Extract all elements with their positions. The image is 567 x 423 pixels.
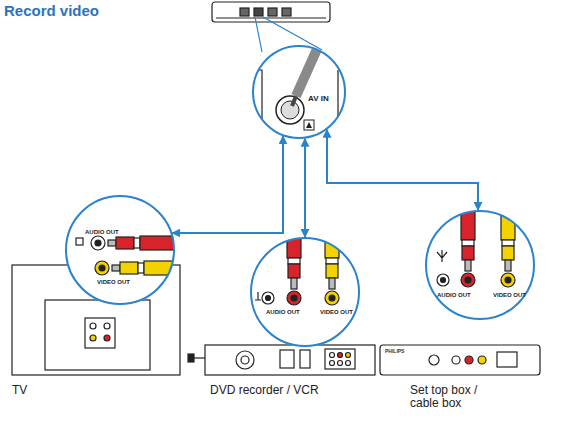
device-caption: TV bbox=[12, 384, 27, 397]
jack-label: AUDIO OUT bbox=[437, 292, 471, 299]
magnifier-circle: AV IN bbox=[252, 45, 346, 139]
device-caption: Set top box / cable box bbox=[410, 384, 498, 410]
portable-player bbox=[212, 2, 330, 22]
jack-label: VIDEO OUT bbox=[97, 279, 130, 286]
magnifier-circle: AUDIO OUT VIDEO OUT bbox=[65, 195, 175, 305]
jack-label: VIDEO OUT bbox=[320, 309, 353, 316]
device-box: TV bbox=[12, 265, 180, 375]
device-box: DVD recorder / VCR bbox=[205, 345, 375, 377]
magnifier-circle: AUDIO OUT VIDEO OUT bbox=[425, 210, 535, 320]
av-in-jack bbox=[250, 38, 338, 140]
jack-label: AUDIO OUT bbox=[266, 309, 300, 316]
magnifier-circle: AUDIO OUT VIDEO OUT bbox=[250, 237, 360, 347]
jack-label: VIDEO OUT bbox=[493, 292, 526, 299]
title: Record video bbox=[4, 2, 99, 19]
brand-label: PHILIPS bbox=[385, 349, 404, 354]
set-top-box bbox=[380, 345, 540, 375]
dvd-audio-video-jacks bbox=[255, 228, 339, 305]
dvd-recorder bbox=[188, 345, 375, 375]
tv-audio-video-jacks bbox=[76, 236, 194, 275]
device-caption: DVD recorder / VCR bbox=[210, 384, 319, 397]
jack-label: AUDIO OUT bbox=[85, 229, 119, 236]
signal-arrow bbox=[304, 139, 306, 237]
stb-audio-video-jacks bbox=[437, 200, 515, 287]
signal-arrow bbox=[172, 136, 283, 233]
jack-label: AV IN bbox=[308, 95, 329, 104]
signal-arrow bbox=[327, 130, 478, 210]
